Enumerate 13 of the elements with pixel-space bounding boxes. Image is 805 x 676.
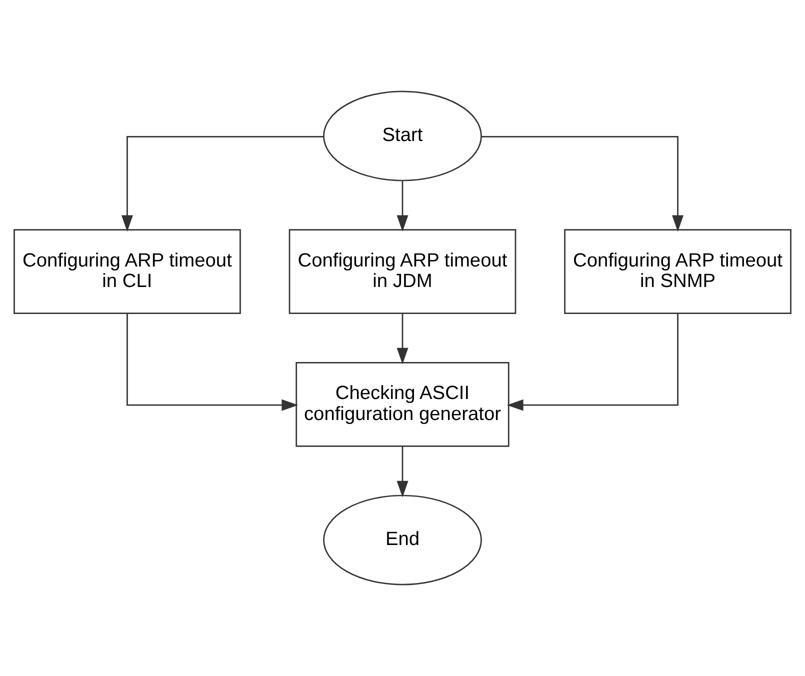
- arrow: [396, 446, 408, 498]
- node-box: Configuring ARP timeout in CLI: [14, 229, 241, 314]
- node-ellipse: End: [323, 494, 482, 586]
- arrow: [396, 180, 408, 232]
- node-box: Configuring ARP timeout in SNMP: [564, 229, 792, 314]
- node-box: Configuring ARP timeout in JDM: [288, 229, 516, 314]
- arrow: [481, 136, 684, 232]
- node-box: Checking ASCII configuration generator: [296, 362, 510, 447]
- node-ellipse: Start: [323, 90, 482, 182]
- arrow: [121, 136, 324, 232]
- arrow: [396, 314, 408, 364]
- arrow: [506, 313, 678, 411]
- arrow: [126, 313, 298, 411]
